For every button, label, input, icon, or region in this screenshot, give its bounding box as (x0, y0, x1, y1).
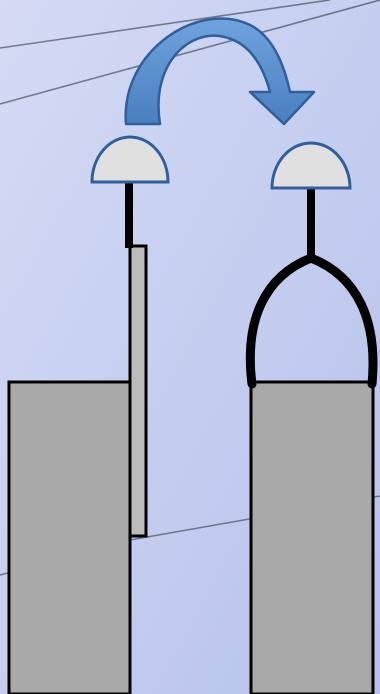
background-line (0, 0, 380, 105)
left-cap (90, 135, 170, 184)
background-line (0, 0, 331, 49)
left-plate (128, 244, 148, 538)
transfer-arrow (124, 17, 316, 126)
left-assembly (7, 135, 170, 694)
left-block (7, 380, 132, 694)
right-block (249, 380, 375, 694)
arrow-body (124, 17, 316, 126)
right-cap (270, 141, 352, 190)
right-assembly (245, 141, 378, 694)
